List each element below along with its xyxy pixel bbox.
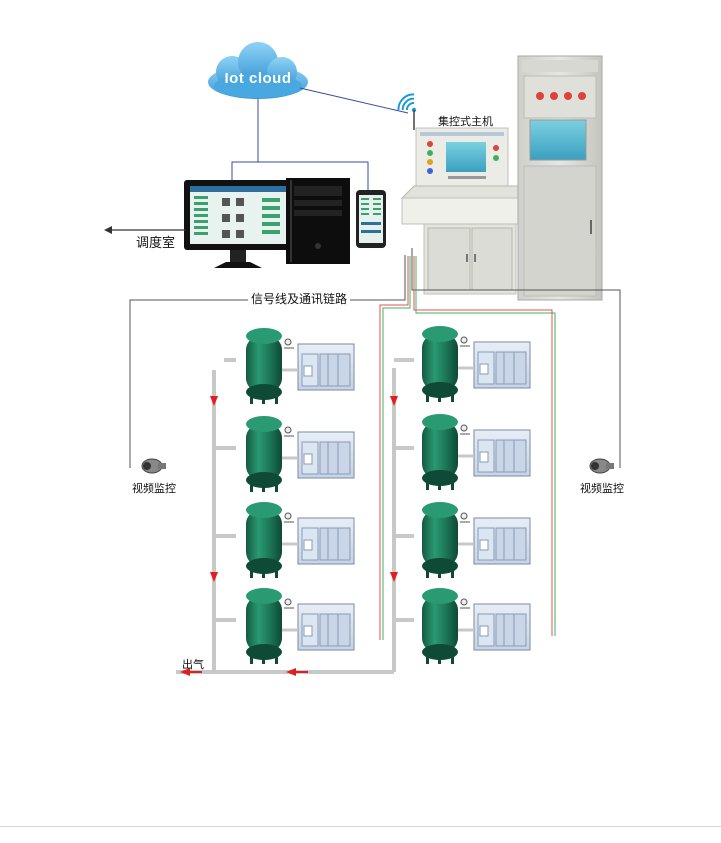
cloud-link-line xyxy=(299,87,409,114)
cloud-label: Iot cloud xyxy=(224,70,292,87)
flow-arrow-icons xyxy=(180,396,398,676)
air-pipes xyxy=(176,358,414,674)
wifi-icon xyxy=(397,93,417,130)
pc-tower-icon xyxy=(286,178,350,264)
cloud-pc-line xyxy=(231,99,259,180)
pc-phone-line xyxy=(258,161,369,190)
iot-cloud-icon xyxy=(208,42,308,99)
host-label: 集控式主机 xyxy=(438,115,493,128)
dispatch-arrow-icon xyxy=(104,226,186,234)
camera-left-icon xyxy=(141,458,166,474)
control-host-console xyxy=(400,127,536,295)
camera-right-icon xyxy=(589,458,614,474)
camera-right-label: 视频监控 xyxy=(580,482,624,495)
dispatch-label: 调度室 xyxy=(136,236,176,251)
bottom-divider xyxy=(0,826,721,827)
monitor-icon xyxy=(184,180,292,268)
signal-label: 信号线及通讯链路 xyxy=(248,290,351,307)
camera-left-label: 视频监控 xyxy=(132,482,176,495)
power-control-cabinet xyxy=(517,55,603,301)
smartphone-icon xyxy=(356,190,386,248)
signal-wires xyxy=(129,248,621,640)
outlet-label: 出气 xyxy=(182,658,204,671)
